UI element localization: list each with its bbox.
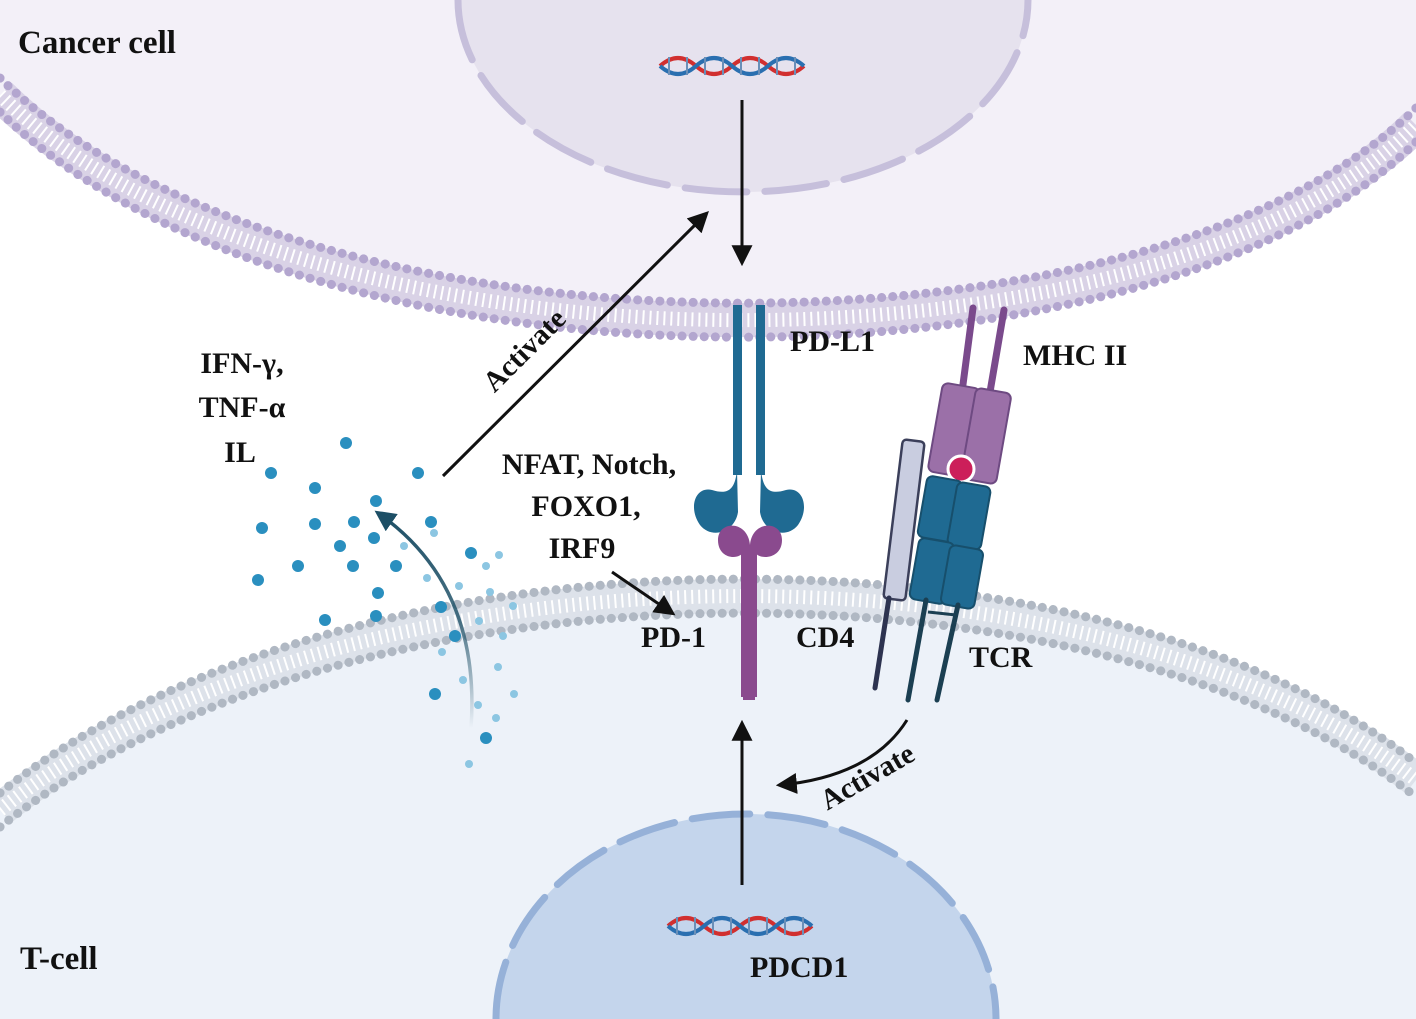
mhc-ii-label: MHC II — [1023, 339, 1127, 372]
tf-label-nfat-notch: NFAT, Notch, — [502, 448, 676, 481]
cytokine-dot-icon — [347, 560, 359, 572]
cd4-icon — [872, 438, 926, 691]
cd4-label: CD4 — [796, 621, 854, 654]
pd-l1-receptor-icon — [693, 305, 805, 533]
cytokine-label-ifn: IFN-γ, — [200, 347, 283, 380]
activate-arrow-top — [441, 211, 709, 478]
t-cell-membrane — [0, 574, 1416, 832]
secretion-arrow — [374, 510, 474, 729]
dna-helix-icon — [666, 916, 814, 936]
cytokine-dot-icon — [390, 560, 402, 572]
cytokine-dot-icon — [425, 516, 437, 528]
tf-label-irf9: IRF9 — [549, 532, 616, 565]
cytokine-dot-icon — [252, 574, 264, 586]
cytokine-dot-icon — [340, 437, 352, 449]
cytokine-dot-icon — [256, 522, 268, 534]
cytokine-dot-icon — [368, 532, 380, 544]
cytokine-dot-icon — [435, 601, 447, 613]
tf-label-foxo1: FOXO1, — [531, 490, 640, 523]
pd-1-receptor-icon — [718, 525, 782, 700]
cytokine-faint-cluster — [400, 529, 518, 768]
cytokine-dot-icon — [370, 495, 382, 507]
dna-helix-icon — [658, 56, 806, 76]
t-cell-label: T-cell — [20, 941, 98, 977]
cytokine-dot-icon — [309, 482, 321, 494]
cytokine-dot-icon — [465, 547, 477, 559]
cytokine-labels: IFN-γ, TNF-α IL — [199, 347, 286, 469]
cytokine-dot-icon — [319, 614, 331, 626]
cytokine-dot-icon — [309, 518, 321, 530]
pdcd1-label: PDCD1 — [750, 951, 848, 984]
mhc-ii-icon — [927, 304, 1012, 485]
cytokine-dot-icon — [265, 467, 277, 479]
pd-l1-label: PD-L1 — [790, 325, 875, 358]
cytokine-dot-icon — [412, 467, 424, 479]
t-cell-nucleus — [492, 810, 1000, 1019]
cytokine-dot-icon — [372, 587, 384, 599]
transcription-factor-labels: NFAT, Notch, FOXO1, IRF9 — [502, 448, 676, 565]
tcr-icon — [905, 475, 992, 703]
t-cell-cytoplasm — [0, 596, 1416, 1019]
cancer-cell-membrane — [0, 73, 1416, 342]
cytokine-label-tnf: TNF-α — [199, 391, 286, 424]
cytokine-cluster — [252, 437, 492, 744]
activate-arrow-bottom — [775, 719, 909, 794]
cytokine-label-il: IL — [224, 436, 256, 469]
cytokine-dot-icon — [348, 516, 360, 528]
cytokine-dot-icon — [480, 732, 492, 744]
cancer-cell-label: Cancer cell — [18, 25, 176, 61]
tf-arrow-pd-1 — [611, 570, 676, 616]
tcr-label: TCR — [969, 641, 1033, 674]
cytokine-dot-icon — [370, 610, 382, 622]
cytokine-dot-icon — [429, 688, 441, 700]
pd-1-label: PD-1 — [641, 621, 706, 654]
cytokine-dot-icon — [449, 630, 461, 642]
cytokine-dot-icon — [292, 560, 304, 572]
cytokine-dot-icon — [334, 540, 346, 552]
